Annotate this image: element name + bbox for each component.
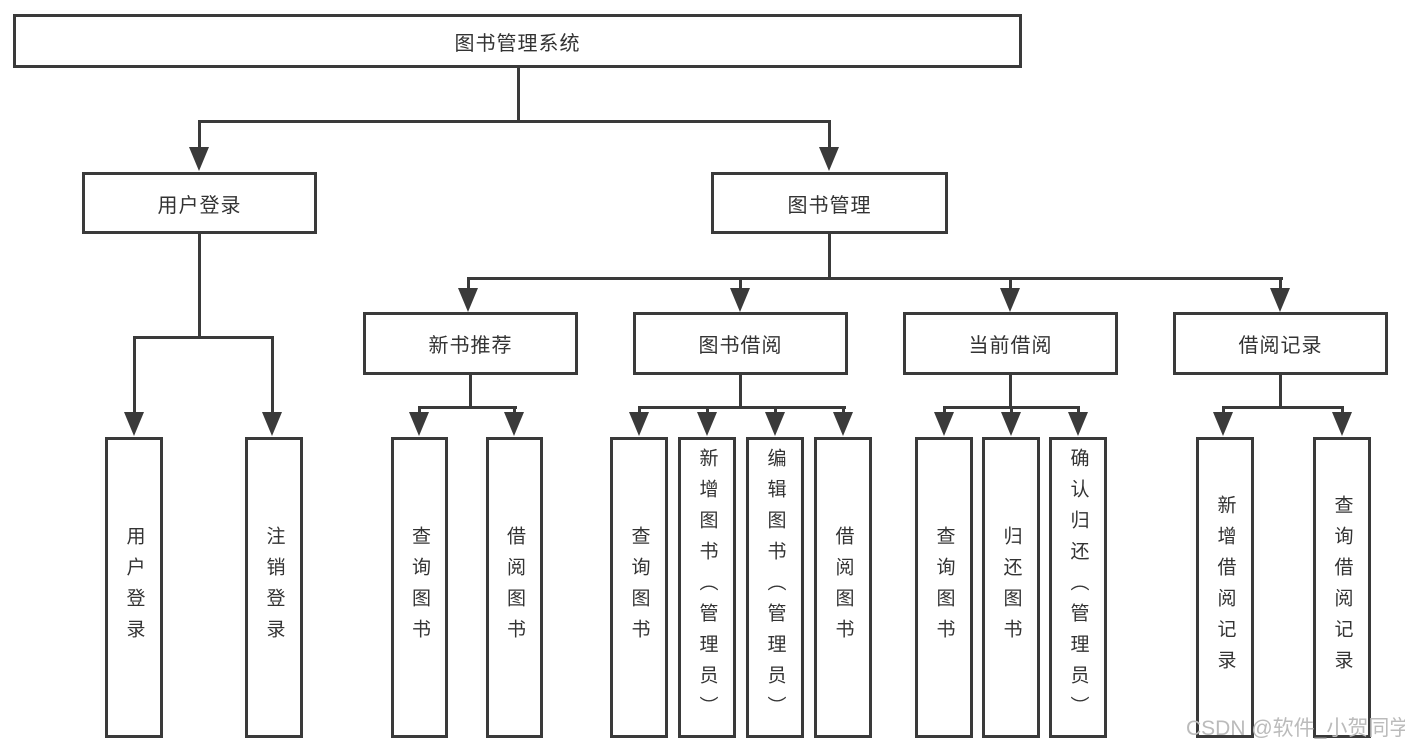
node-label: 新书推荐	[428, 335, 513, 357]
edge-user-login-split	[133, 336, 274, 339]
edge-to-leaf-logout	[271, 336, 274, 414]
arrowhead-nbr-borrow-icon	[504, 412, 524, 436]
edge-to-current-borrow	[1009, 277, 1012, 290]
leaf-label: 新增图书（管理员）	[696, 448, 718, 727]
node-label: 图书借阅	[698, 335, 783, 357]
edge-to-br-query	[1341, 406, 1344, 416]
edge-nbr-split	[418, 406, 517, 409]
arrowhead-user-login-icon	[189, 147, 209, 171]
leaf-label: 查询图书	[409, 525, 430, 650]
edge-to-nbr-borrow	[513, 406, 516, 416]
leaf-bb-borrow-books: 借阅图书	[814, 437, 872, 738]
arrowhead-book-management-icon	[819, 147, 839, 171]
leaf-label: 确认归还（管理员）	[1067, 448, 1089, 727]
arrowhead-bb-add-icon	[697, 412, 717, 436]
leaf-logout: 注销登录	[245, 437, 303, 738]
edge-bb-split	[638, 406, 846, 409]
arrowhead-cb-query-icon	[934, 412, 954, 436]
edge-to-cb-query	[943, 406, 946, 416]
edge-book-management-stem	[828, 234, 831, 277]
leaf-label: 借阅图书	[832, 525, 854, 650]
edge-to-bb-borrow	[842, 406, 845, 416]
node-borrow-records: 借阅记录	[1173, 312, 1388, 375]
arrowhead-bb-edit-icon	[765, 412, 785, 436]
leaf-cb-query-books: 查询图书	[915, 437, 973, 738]
node-book-management: 图书管理	[711, 172, 948, 234]
edge-to-new-book-recommend	[467, 277, 470, 290]
edge-root-stem	[517, 68, 520, 121]
leaf-bb-add-books-admin: 新增图书（管理员）	[678, 437, 736, 738]
leaf-nbr-borrow-books: 借阅图书	[486, 437, 543, 738]
node-book-borrow: 图书借阅	[633, 312, 848, 375]
edge-to-nbr-query	[418, 406, 421, 416]
edge-br-stem	[1279, 375, 1282, 406]
edge-to-cb-return	[1010, 406, 1013, 416]
edge-to-bb-edit	[774, 406, 777, 416]
node-new-book-recommend: 新书推荐	[363, 312, 578, 375]
edge-to-user-login	[198, 120, 201, 150]
arrowhead-leaf-logout-icon	[262, 412, 282, 436]
leaf-label: 查询借阅记录	[1331, 494, 1353, 681]
edge-br-split	[1222, 406, 1344, 409]
node-label: 图书管理	[787, 194, 872, 217]
edge-to-borrow-records	[1279, 277, 1282, 290]
node-root-library-management-system: 图书管理系统	[13, 14, 1022, 68]
arrowhead-borrow-records-icon	[1270, 288, 1290, 312]
leaf-br-add-record: 新增借阅记录	[1196, 437, 1254, 738]
leaf-cb-return-books: 归还图书	[982, 437, 1040, 738]
leaf-nbr-query-books: 查询图书	[391, 437, 448, 738]
leaf-label: 查询图书	[933, 525, 955, 650]
arrowhead-bb-borrow-icon	[833, 412, 853, 436]
leaf-label: 用户登录	[123, 525, 145, 650]
node-label: 图书管理系统	[454, 32, 581, 55]
edge-book-management-split	[467, 277, 1283, 280]
leaf-label: 借阅图书	[504, 525, 525, 650]
edge-to-leaf-user-login	[133, 336, 136, 414]
arrowhead-cb-confirm-icon	[1068, 412, 1088, 436]
node-label: 用户登录	[157, 194, 242, 217]
edge-to-book-borrow	[739, 277, 742, 290]
edge-to-br-add	[1222, 406, 1225, 416]
arrowhead-leaf-user-login-icon	[124, 412, 144, 436]
leaf-cb-confirm-return-admin: 确认归还（管理员）	[1049, 437, 1107, 738]
edge-root-split	[198, 120, 831, 123]
arrowhead-br-add-icon	[1213, 412, 1233, 436]
edge-bb-stem	[739, 375, 742, 406]
edge-to-bb-query	[638, 406, 641, 416]
node-current-borrow: 当前借阅	[903, 312, 1118, 375]
edge-user-login-stem	[198, 234, 201, 336]
edge-nbr-stem	[469, 375, 472, 406]
node-label: 当前借阅	[968, 335, 1053, 357]
node-label: 借阅记录	[1238, 335, 1323, 357]
arrowhead-bb-query-icon	[629, 412, 649, 436]
leaf-bb-query-books: 查询图书	[610, 437, 668, 738]
node-user-login: 用户登录	[82, 172, 317, 234]
leaf-bb-edit-books-admin: 编辑图书（管理员）	[746, 437, 804, 738]
leaf-label: 归还图书	[1000, 525, 1022, 650]
leaf-label: 注销登录	[263, 525, 285, 650]
arrowhead-current-borrow-icon	[1000, 288, 1020, 312]
edge-to-bb-add	[706, 406, 709, 416]
csdn-watermark: CSDN @软件_小贺同学	[1186, 717, 1405, 740]
arrowhead-new-book-recommend-icon	[458, 288, 478, 312]
arrowhead-br-query-icon	[1332, 412, 1352, 436]
leaf-label: 编辑图书（管理员）	[764, 448, 786, 727]
arrowhead-book-borrow-icon	[730, 288, 750, 312]
arrowhead-nbr-query-icon	[409, 412, 429, 436]
edge-to-cb-confirm	[1077, 406, 1080, 416]
leaf-user-login: 用户登录	[105, 437, 163, 738]
leaf-br-query-record: 查询借阅记录	[1313, 437, 1371, 738]
leaf-label: 查询图书	[628, 525, 650, 650]
leaf-label: 新增借阅记录	[1214, 494, 1236, 681]
edge-cb-stem	[1009, 375, 1012, 406]
edge-to-book-management	[828, 120, 831, 150]
arrowhead-cb-return-icon	[1001, 412, 1021, 436]
